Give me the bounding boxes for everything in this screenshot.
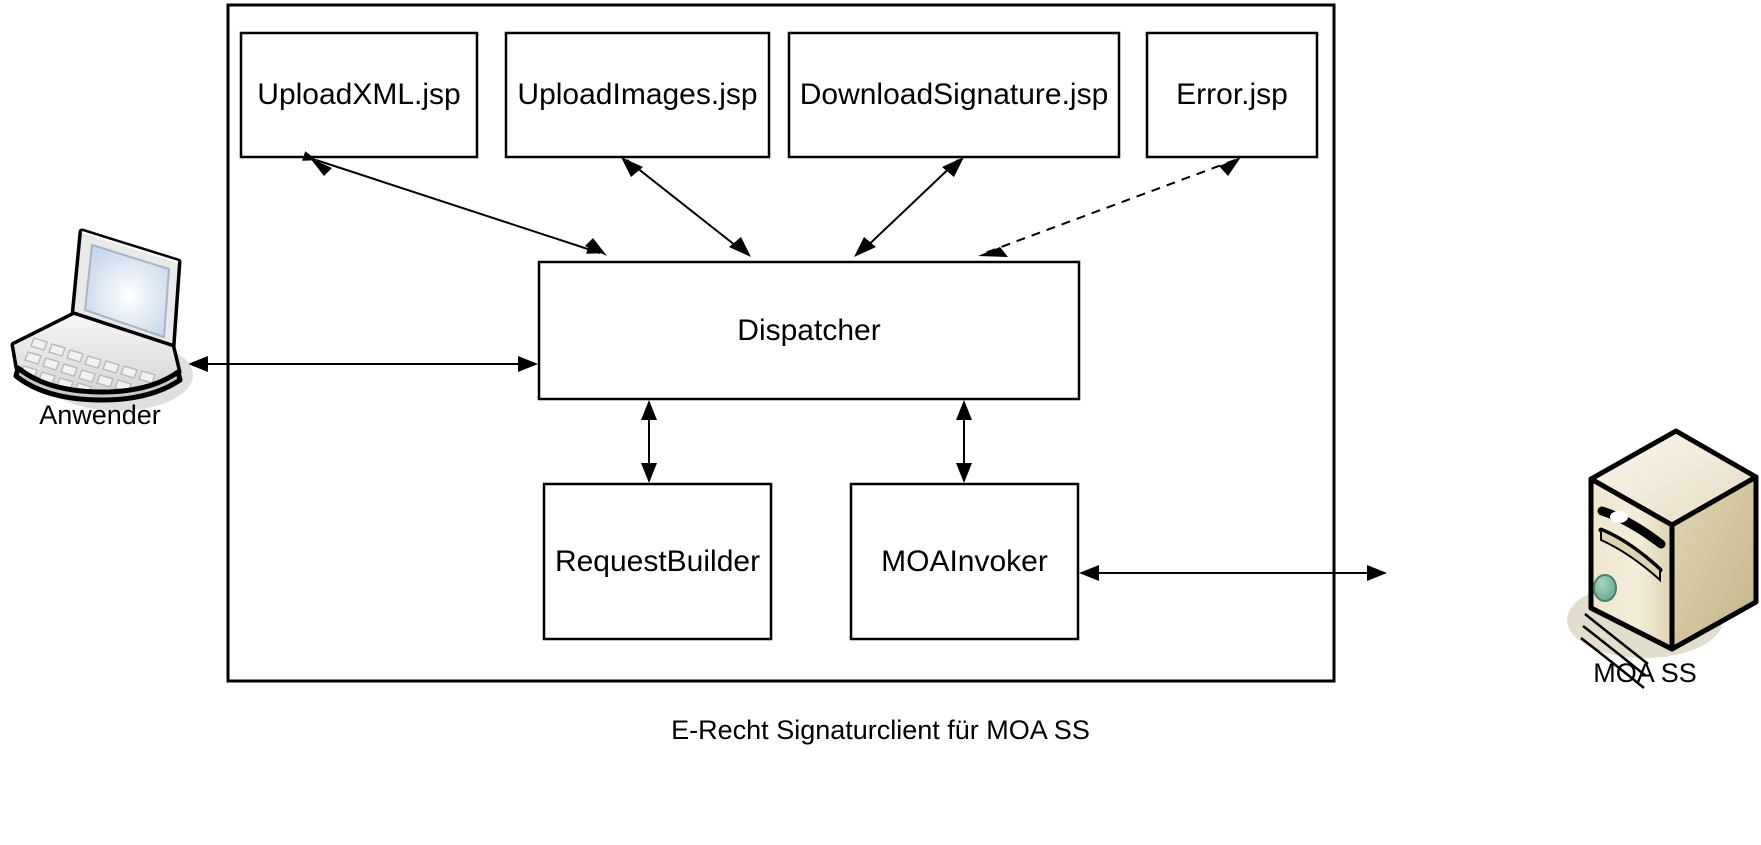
box-label-dispatcher: Dispatcher — [539, 262, 1079, 399]
label-text-error: Error.jsp — [1176, 78, 1288, 111]
label-text-dispatcher: Dispatcher — [737, 313, 881, 347]
diagram-caption: E-Recht Signaturclient für MOA SS — [0, 715, 1761, 746]
laptop-icon — [10, 228, 193, 411]
connector-dispatcher-requestbuilder — [641, 400, 657, 483]
label-text-uploadimages: UploadImages.jsp — [517, 78, 758, 111]
actor-label-anwender: Anwender — [0, 400, 200, 431]
box-uploadimages — [504, 31, 771, 159]
box-label-downloadsignature: DownloadSignature.jsp — [789, 33, 1119, 157]
label-text-downloadsignature: DownloadSignature.jsp — [799, 78, 1109, 111]
label-text-requestbuilder: RequestBuilder — [554, 544, 761, 578]
connector-dispatcher-downloadsignature — [854, 157, 964, 257]
container-boundary — [226, 3, 1336, 683]
box-moainvoker — [849, 482, 1080, 641]
server-tower-icon — [1567, 428, 1759, 689]
box-label-uploadxml: UploadXML.jsp — [241, 33, 477, 157]
box-downloadsignature — [787, 31, 1121, 159]
box-label-requestbuilder: RequestBuilder — [544, 484, 771, 639]
box-error — [1145, 31, 1319, 159]
connector-anwender-dispatcher — [188, 356, 538, 372]
arrowheads-uploadxml — [310, 158, 607, 256]
diagram-caption-text: E-Recht Signaturclient für MOA SS — [671, 715, 1090, 745]
label-text-moass: MOA SS — [1593, 658, 1697, 688]
label-text-uploadxml: UploadXML.jsp — [257, 78, 461, 111]
box-dispatcher — [537, 260, 1081, 401]
label-text-anwender: Anwender — [39, 400, 161, 430]
box-requestbuilder — [542, 482, 773, 641]
box-label-moainvoker: MOAInvoker — [851, 484, 1078, 639]
connector-dispatcher-uploadxml — [302, 151, 601, 254]
box-label-uploadimages: UploadImages.jsp — [506, 33, 769, 157]
connector-dispatcher-uploadimages — [621, 157, 751, 257]
box-label-error: Error.jsp — [1147, 33, 1317, 157]
connector-dispatcher-error — [978, 157, 1241, 257]
connector-moainvoker-moass — [1079, 565, 1387, 581]
actor-label-moass: MOA SS — [1545, 658, 1745, 689]
connector-dispatcher-moainvoker — [956, 400, 972, 483]
label-text-moainvoker: MOAInvoker — [881, 544, 1048, 578]
